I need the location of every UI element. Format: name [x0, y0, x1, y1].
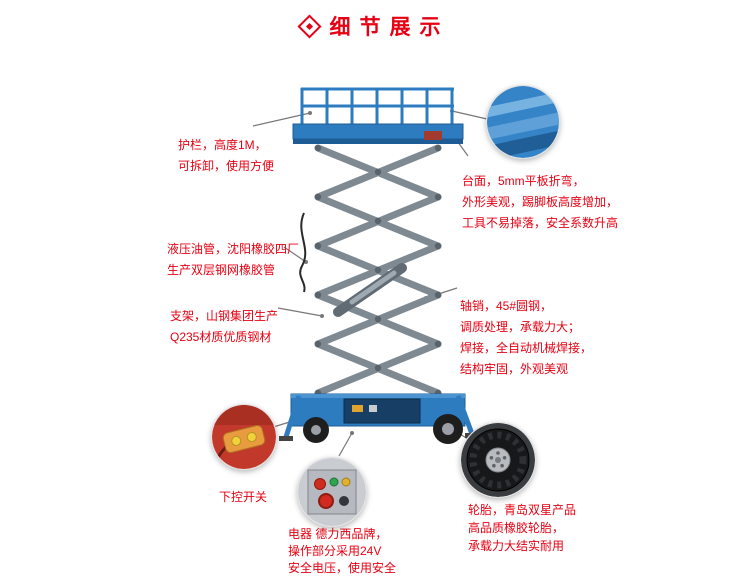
callout-guardrail: 护栏，高度1M， 可拆卸，使用方便 [178, 114, 308, 177]
hydraulic-cylinder-graphic [333, 263, 407, 317]
page-title: 细节展示 [329, 16, 450, 39]
callout-remote-switch: 下控开关 [211, 466, 275, 508]
electric-box-image [298, 458, 366, 526]
scissor-joints-graphic [314, 144, 442, 397]
callout-electric-text: 电器 德力西品牌， 操作部分采用24V 安全电压，使用安全 [288, 527, 397, 575]
platform-graphic [292, 123, 464, 144]
callout-axle-pin: 轴销，45#圆钢， 调质处理，承载力大； 焊接，全自动机械焊接， 结构牢固，外观… [460, 275, 625, 380]
callout-hydraulic-hose: 液压油管，沈阳橡胶四厂 生产双层钢网橡胶管 [167, 218, 317, 281]
callout-tire: 轮胎，青岛双星产品 高品质橡胶轮胎， 承载力大结实耐用 [468, 483, 608, 555]
detail-photo-remote [211, 404, 277, 470]
guardrail-graphic [300, 87, 454, 125]
detail-photo-platform [486, 85, 560, 159]
callout-bracket: 支架，山钢集团生产 Q235材质优质钢材 [170, 285, 310, 348]
scissor-lift-illustration [252, 87, 488, 457]
tire-image [461, 423, 535, 497]
callout-tire-text: 轮胎，青岛双星产品 高品质橡胶轮胎， 承载力大结实耐用 [468, 503, 577, 553]
callout-platform-text: 台面，5mm平板折弯， 外形美观，踢脚板高度增加， 工具不易掉落，安全系数升高 [462, 174, 619, 230]
callout-axle-pin-text: 轴销，45#圆钢， 调质处理，承载力大； 焊接，全自动机械焊接， 结构牢固，外观… [460, 299, 593, 376]
platform-detail-image [487, 86, 559, 158]
callout-remote-switch-text: 下控开关 [218, 490, 267, 504]
detail-photo-electric-box [297, 457, 367, 527]
remote-control-image [212, 405, 276, 469]
hydraulic-hose-graphic [299, 212, 307, 293]
callout-guardrail-text: 护栏，高度1M， 可拆卸，使用方便 [178, 138, 275, 173]
diamond-icon [296, 13, 322, 39]
wheel-graphic [303, 414, 463, 444]
callout-hydraulic-hose-text: 液压油管，沈阳橡胶四厂 生产双层钢网橡胶管 [167, 242, 300, 277]
callout-bracket-text: 支架，山钢集团生产 Q235材质优质钢材 [170, 309, 279, 344]
page-header: 细节展示 [0, 10, 750, 42]
callout-platform: 台面，5mm平板折弯， 外形美观，踢脚板高度增加， 工具不易掉落，安全系数升高 [462, 150, 657, 234]
detail-photo-tire [460, 422, 536, 498]
